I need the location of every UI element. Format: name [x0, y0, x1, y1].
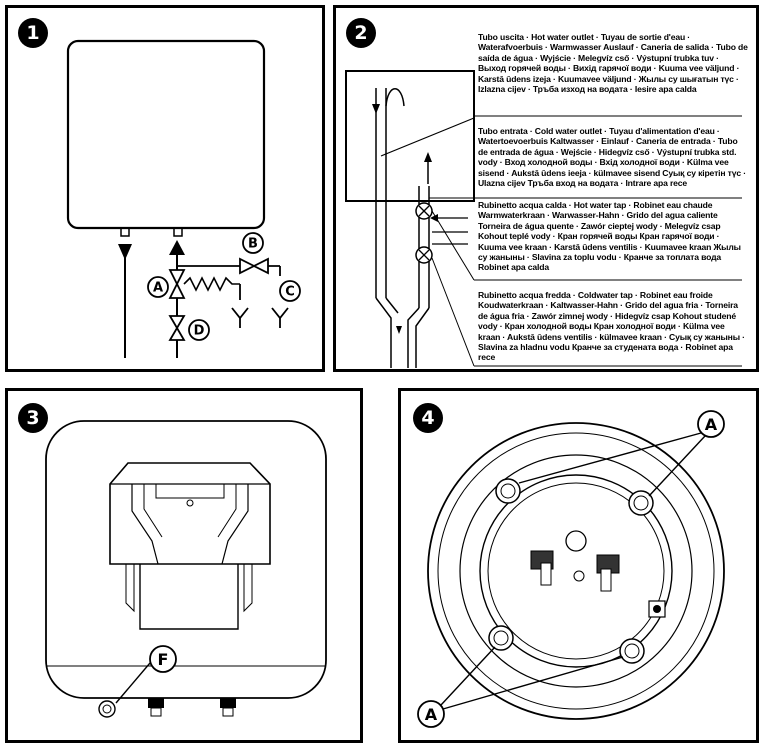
callout-d: D: [194, 324, 205, 339]
panel-4-number-badge: 4: [413, 403, 443, 433]
callout-a: A: [153, 281, 163, 296]
panel-1-installation-diagram: 1 B A: [5, 5, 325, 372]
callout-f: F: [158, 650, 169, 669]
anode-cap-f-icon: [98, 700, 116, 718]
flange-bolts: [488, 478, 654, 664]
heater-tank-outline: [66, 39, 266, 230]
cold-tap-multilingual-label: Rubinetto acqua fredda · Coldwater tap ·…: [478, 290, 745, 363]
callout-a-top: A: [705, 415, 718, 434]
panel-1-number-badge: 1: [18, 18, 48, 48]
panel-4-flange-view: 4 A A: [398, 388, 759, 743]
callout-b: B: [248, 237, 258, 252]
panel-4-drawing: A A: [417, 410, 725, 728]
drain-funnel-c-icon: [271, 307, 289, 320]
hot-tap-multilingual-label: Rubinetto acqua calda · Hot water tap · …: [478, 200, 741, 273]
panel-2-number-badge: 2: [346, 18, 376, 48]
safety-valve-spring: [183, 276, 240, 292]
panel-2-drawing: [345, 70, 742, 368]
outflow-arrow-icon: [118, 244, 132, 260]
panel-3-drawing: F: [45, 420, 327, 718]
valve-b-icon: [239, 257, 257, 275]
panel-1-drawing: B A C D: [66, 39, 301, 358]
hot-outlet-multilingual-label: Tubo uscita · Hot water outlet · Tuyau d…: [478, 32, 748, 95]
drain-funnel-icon: [231, 307, 249, 320]
panel-3-heater-rear-view: 3 F: [5, 388, 363, 743]
inflow-arrow-icon: [169, 240, 185, 255]
callout-a-bottom: A: [425, 705, 438, 724]
valve-d-icon: [168, 315, 186, 330]
panel-3-number-badge: 3: [18, 403, 48, 433]
tank-section: [345, 70, 475, 202]
panel-2-pipe-diagram: 2: [333, 5, 759, 372]
callout-c: C: [285, 285, 295, 300]
valve-a-icon: [168, 269, 186, 287]
cold-inlet-multilingual-label: Tubo entrata · Cold water outlet · Tuyau…: [478, 126, 746, 189]
